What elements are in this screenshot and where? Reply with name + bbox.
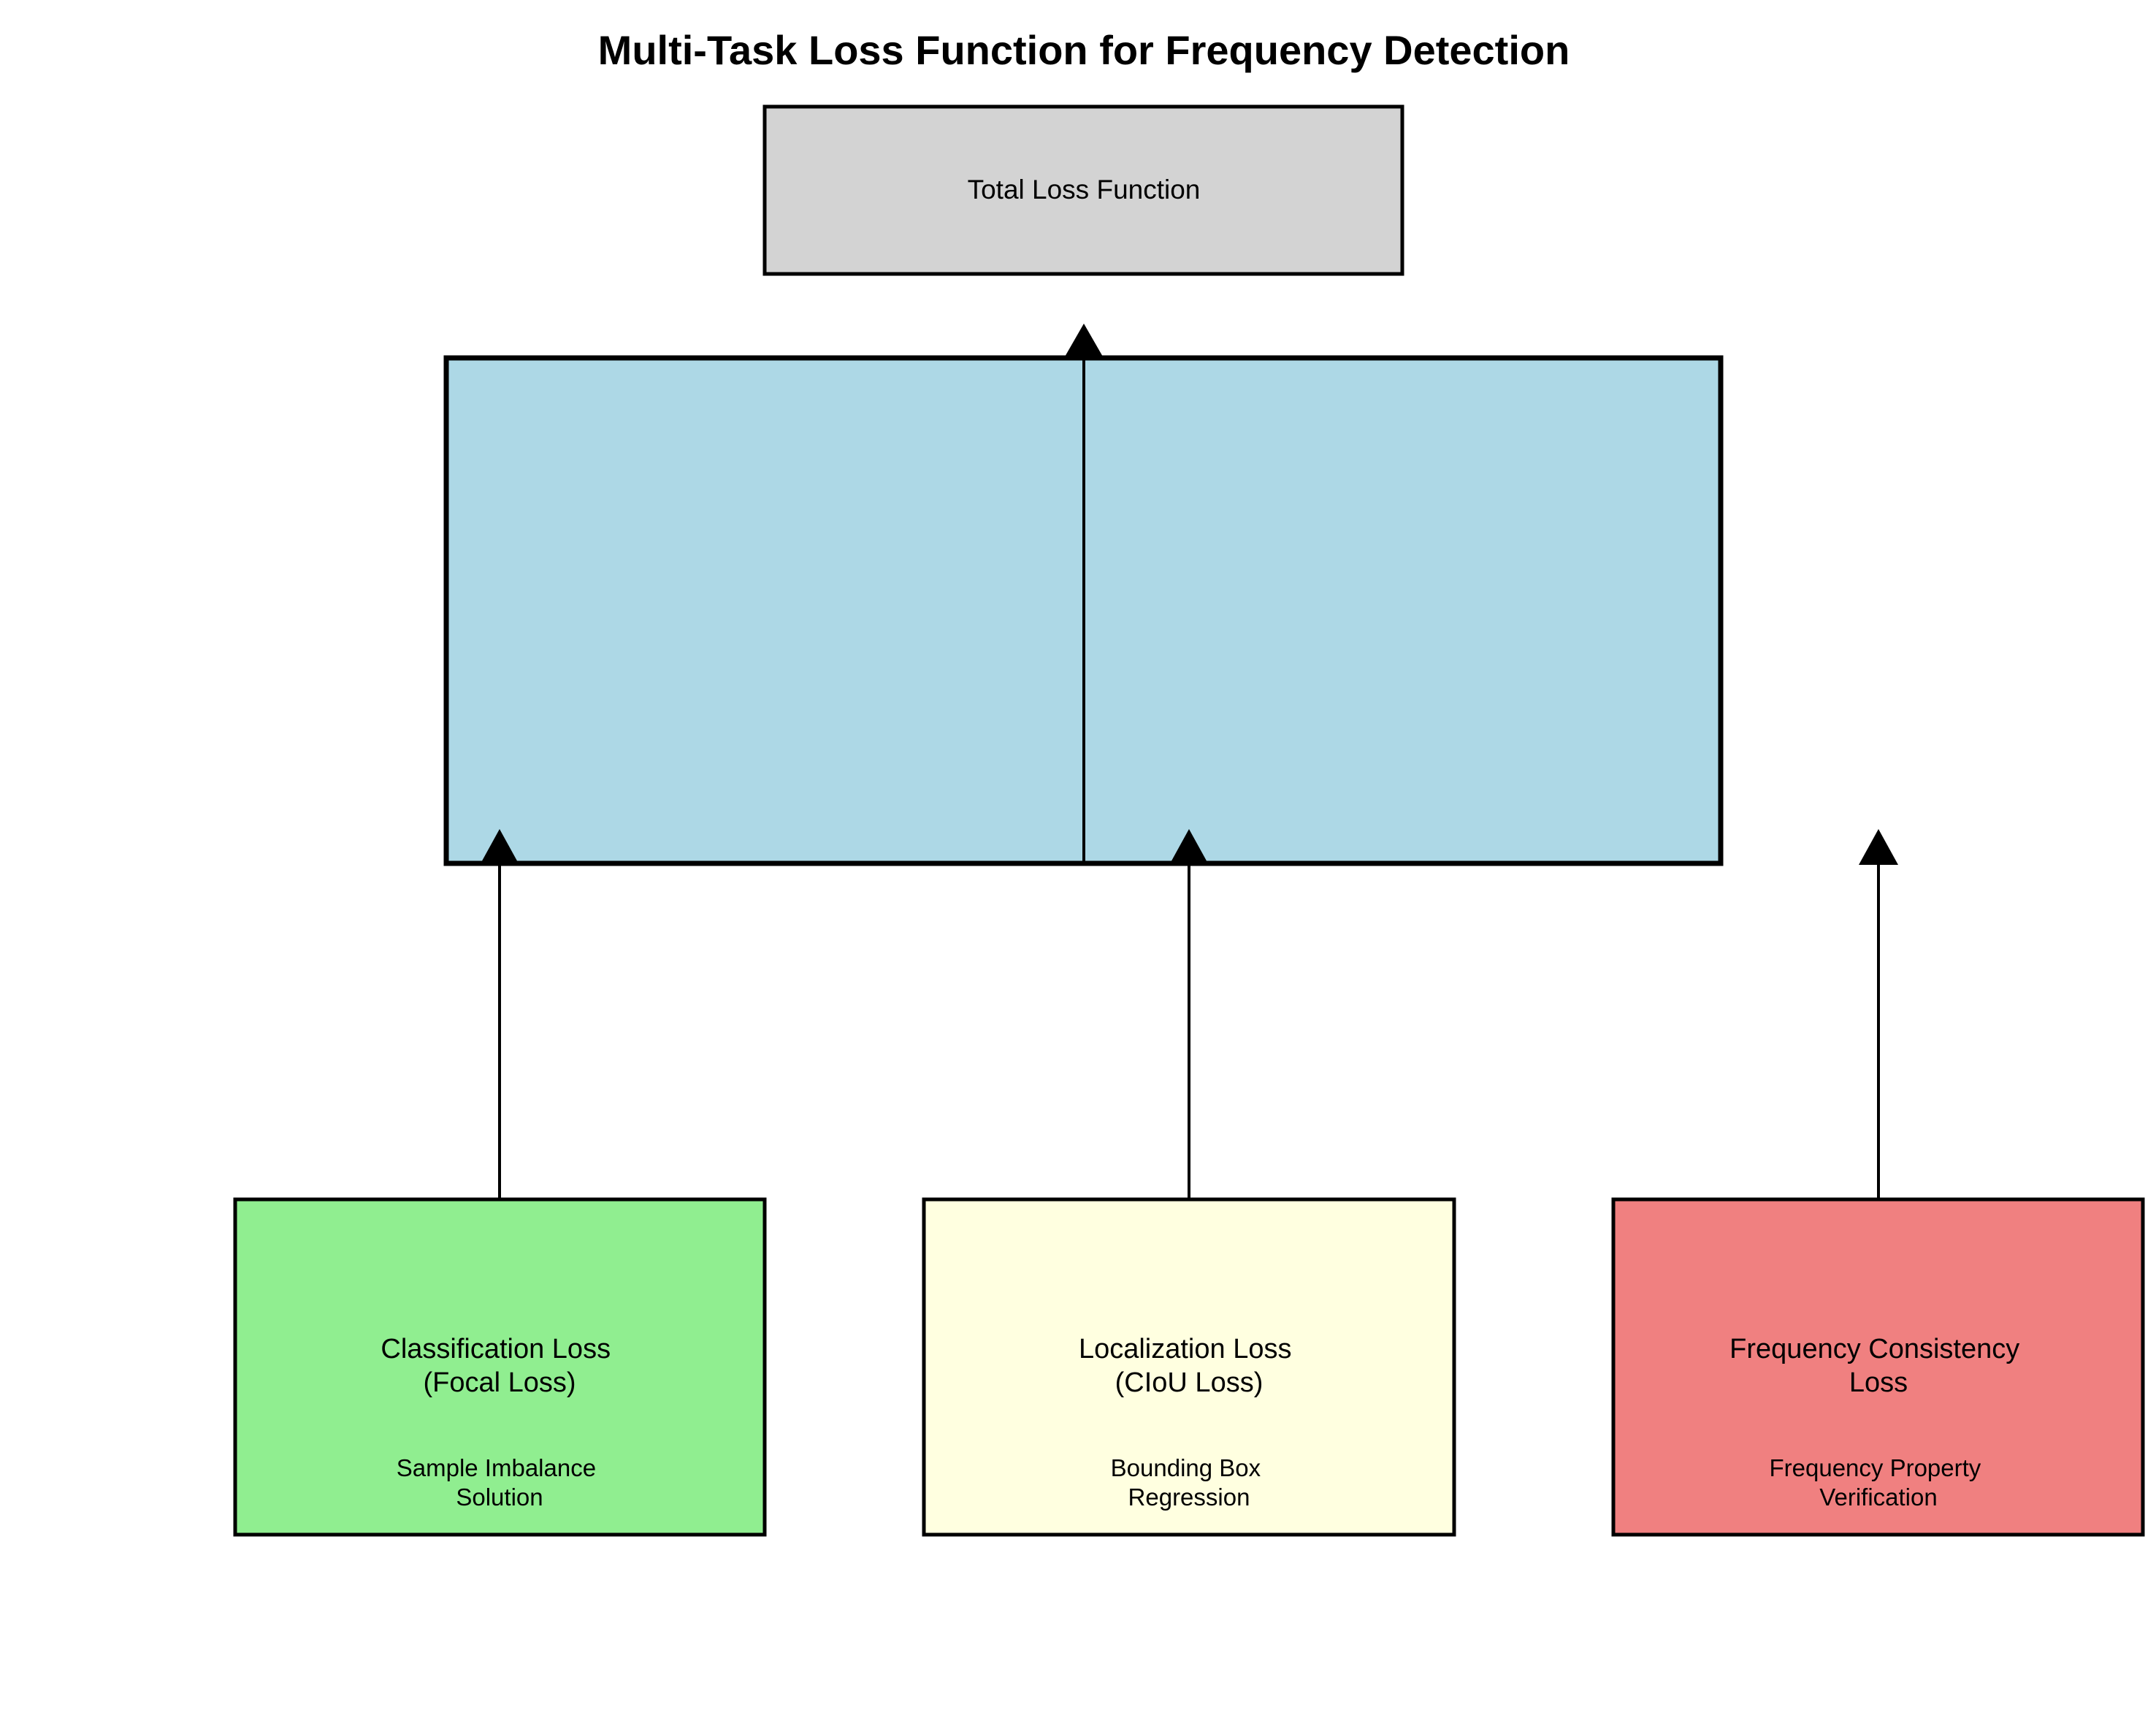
frequency-consistency-loss-box	[1611, 1197, 2145, 1537]
localization-loss-box	[922, 1197, 1456, 1537]
classification-loss-subtitle: Sample Imbalance Solution	[397, 1454, 603, 1511]
frequency-consistency-loss-title: Frequency Consistency Loss	[1729, 1334, 2027, 1398]
arrowhead-icon	[480, 829, 519, 865]
classification-loss-box	[233, 1197, 767, 1537]
localization-loss-title: Localization Loss (CIoU Loss)	[1079, 1334, 1299, 1398]
edge-classification-to-combiner	[480, 829, 519, 1199]
localization-loss-subtitle: Bounding Box Regression	[1111, 1454, 1268, 1511]
arrowhead-icon	[1169, 829, 1209, 865]
frequency-consistency-loss-subtitle: Frequency Property Verification	[1770, 1454, 1988, 1511]
total-loss-node: Total Loss Function	[762, 104, 1404, 276]
localization-loss-node: Localization Loss (CIoU Loss) Bounding B…	[922, 1197, 1456, 1537]
arrowhead-icon	[1064, 324, 1104, 358]
diagram-title: Multi-Task Loss Function for Frequency D…	[598, 27, 1570, 73]
arrowhead-icon	[1859, 829, 1898, 865]
edge-combiner-to-total	[1064, 324, 1104, 863]
classification-loss-node: Classification Loss (Focal Loss) Sample …	[233, 1197, 767, 1537]
frequency-consistency-loss-node: Frequency Consistency Loss Frequency Pro…	[1611, 1197, 2145, 1537]
edge-frequency-to-combiner	[1859, 829, 1898, 1199]
edge-localization-to-combiner	[1169, 829, 1209, 1199]
classification-loss-title: Classification Loss (Focal Loss)	[381, 1334, 618, 1398]
total-loss-label: Total Loss Function	[968, 175, 1201, 205]
total-loss-box	[762, 104, 1404, 276]
